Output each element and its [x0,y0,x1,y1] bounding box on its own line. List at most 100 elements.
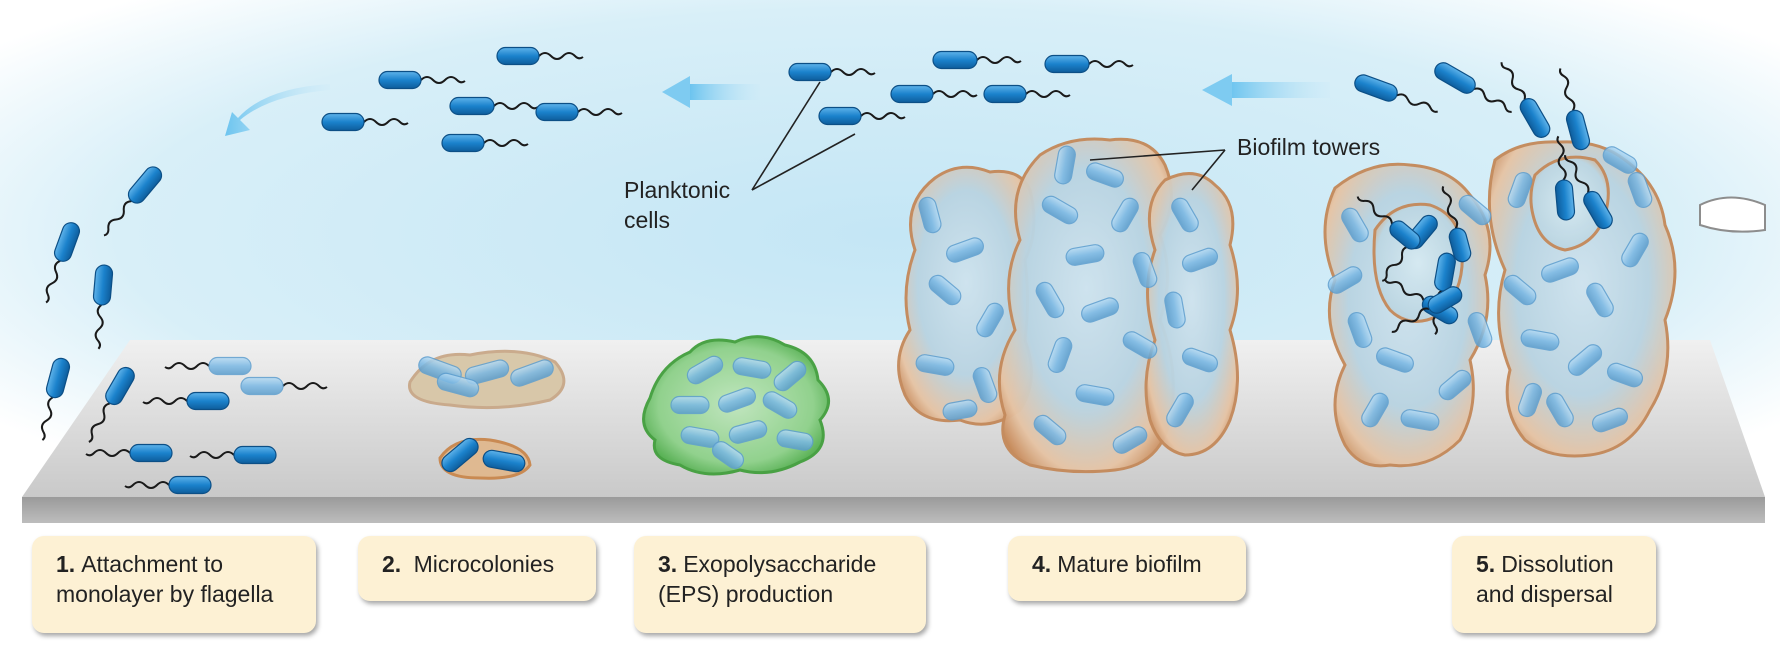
flagellum [45,259,61,304]
bacterium-cell [1554,135,1576,221]
bacterium-cell [85,443,173,463]
flagellum [40,396,54,441]
stage-4-label: 4.Mature biofilm [1008,536,1246,601]
bacterium-cell [1500,62,1551,138]
bacterium-cell [1441,185,1472,263]
bacterium-cell [88,366,135,443]
embedded-cell [1112,426,1148,454]
flagellum [1391,307,1430,333]
embedded-cell [1586,282,1614,318]
embedded-cell [1546,392,1574,428]
flagellum [164,362,210,370]
flagellum [124,481,170,489]
embedded-cell [1181,347,1219,373]
bacterium-cell [932,50,1022,70]
flagellum [1396,93,1438,113]
embedded-cell [1075,384,1115,406]
flow-arrows [225,74,1330,136]
embedded-cell [1400,409,1440,431]
flagellum [1356,196,1393,225]
embedded-cell [776,429,814,451]
embedded-cell [1065,244,1105,266]
embedded-cell [773,360,807,392]
bacterium-cell [983,84,1071,104]
stage-1-line-2: monolayer by flagella [56,581,274,607]
flagellum [830,68,876,76]
bacterium-cell [890,84,978,104]
embedded-cell [240,376,328,396]
embedded-cell [510,359,554,387]
embedded-cell [711,441,745,469]
flagellum [577,108,623,116]
flagellum [1500,62,1526,101]
stage-3-label: 3.Exopolysaccharide (EPS) production [634,536,926,633]
embedded-cell [1541,257,1579,283]
substrate-surface [22,340,1765,523]
embedded-cell [1041,195,1079,225]
flagellum [88,402,111,443]
bacterium-cell [378,70,466,90]
embedded-cell [1627,171,1653,209]
embedded-cell [1086,162,1124,188]
stage-5-line-2: and dispersal [1476,581,1613,607]
stage-3-number: 3. [658,551,678,577]
stage-4-line-1: Mature biofilm [1057,551,1202,577]
bacterium-cell [1354,74,1438,113]
embedded-cell [1458,194,1492,226]
embedded-cell [915,354,955,376]
bacterium-cell [1434,62,1512,113]
planktonic-line-1: Planktonic [624,177,731,203]
flagellum [493,102,539,110]
flagellum [94,304,104,350]
flagellum [142,397,188,405]
flagellum [860,112,906,120]
flagellum [1088,60,1134,68]
embedded-cell [1507,171,1533,209]
embedded-cell [972,366,998,404]
stage-2-line-1: Microcolonies [413,551,555,577]
flagellum [1381,245,1410,282]
embedded-cell [1132,251,1158,289]
bacterium-cell [321,112,409,132]
embedded-cell [1520,329,1560,351]
biofilm-towers-annotation: Biofilm towers [1237,134,1381,160]
embedded-cell [1171,197,1199,233]
embedded-cell [918,196,942,234]
embedded-cell [928,274,962,306]
bacterium-cell [40,357,71,441]
embedded-cell [1517,382,1543,418]
bacterium-cell [535,102,623,122]
flagellum [85,449,131,457]
flagellum [363,118,409,126]
flagellum [1473,87,1512,113]
embedded-cell [1438,369,1472,401]
stage-1-number: 1. [56,551,76,577]
embedded-cell [946,237,984,263]
flagellum [103,200,132,237]
flow-arrow-1 [225,84,330,136]
embedded-cell [1602,146,1638,174]
embedded-cell [762,391,798,419]
flow-arrow-3 [1202,74,1330,106]
bacterium-cell [92,264,114,350]
embedded-cell [1035,281,1065,319]
bacterium-cell [441,437,479,473]
flagellum [538,52,584,60]
bacterium-cell [124,475,212,495]
bacterium-cell [103,166,163,237]
embedded-cell [1503,274,1537,306]
flagellum [1556,135,1567,181]
flagellum [1441,185,1459,230]
embedded-cell [732,357,772,379]
embedded-cell [1164,291,1186,329]
flagellum [1558,68,1576,112]
embedded-cell [670,395,710,415]
flagellum [282,382,328,390]
bacterium-cell [142,391,230,411]
embedded-cell [728,420,768,444]
embedded-cell [1111,197,1139,233]
stage-3-line-2: (EPS) production [658,581,834,607]
embedded-cell [1081,297,1119,323]
bacterium-cell [1564,154,1613,230]
